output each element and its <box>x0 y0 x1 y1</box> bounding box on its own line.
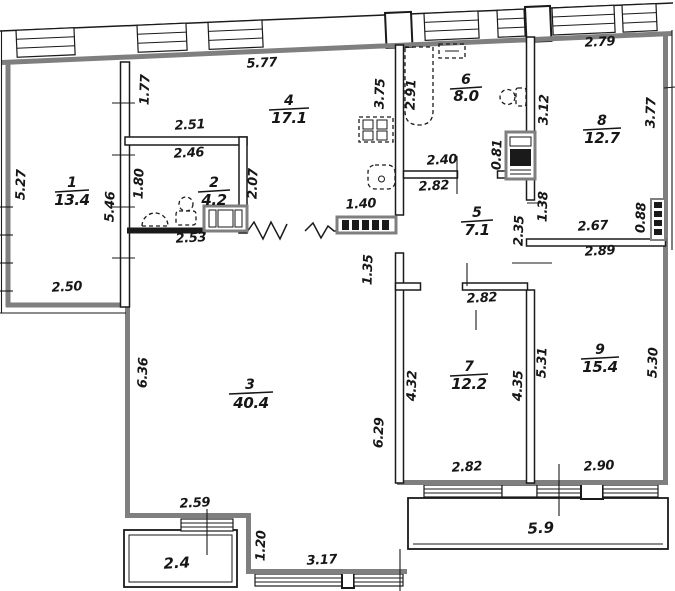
dimension-label: 2.07 <box>245 167 261 199</box>
stove-icon <box>358 116 394 143</box>
room-label-2: 2 4.2 <box>197 175 231 209</box>
dimension-label: 0.88 <box>633 202 649 233</box>
dimension-label: 1.40 <box>345 196 377 213</box>
wall-break-icon <box>246 220 337 241</box>
room-area: 17.1 <box>271 109 306 127</box>
room-area: 12.7 <box>584 129 620 147</box>
room-number: 5 <box>472 205 482 221</box>
room-label-7: 7 12.2 <box>449 359 489 393</box>
dimension-label: 1.80 <box>131 168 147 199</box>
sink-icon <box>141 212 169 227</box>
room-number: 7 <box>464 359 474 375</box>
toilet-icon <box>499 87 527 107</box>
dimension-labels: 5.77 1.77 2.79 3.75 2.91 3.12 3.77 2.51 … <box>13 34 661 569</box>
dimension-ticks <box>112 102 560 555</box>
dimension-label: 3.17 <box>306 552 339 569</box>
dimension-label: 3.77 <box>643 96 659 128</box>
room-number: 9 <box>595 342 605 358</box>
dimension-label: 2.40 <box>426 152 458 169</box>
dimension-label: 1.35 <box>360 254 376 285</box>
room-label-9: 9 15.4 <box>580 342 620 376</box>
dimension-label: 3.75 <box>372 78 388 109</box>
room-number: 6 <box>461 72 471 88</box>
window <box>602 484 659 498</box>
room-number: 4 <box>283 93 294 109</box>
dimension-label: 2.35 <box>511 215 527 246</box>
balcony-area-label: 2.4 <box>163 553 190 572</box>
balcony-right <box>407 497 669 550</box>
room-label-8: 8 12.7 <box>582 113 621 147</box>
room-area: 13.4 <box>54 191 89 209</box>
dimension-label: 3.12 <box>536 94 552 125</box>
room-area: 15.4 <box>582 358 617 376</box>
dimension-label: 5.31 <box>534 347 550 378</box>
dimension-label: 6.29 <box>371 417 387 448</box>
dimension-label: 2.82 <box>451 459 483 476</box>
dimension-label: 2.82 <box>466 290 498 307</box>
dimension-label: 5.30 <box>645 347 661 378</box>
room-area: 7.1 <box>464 221 489 239</box>
window <box>551 4 616 36</box>
room-label-6: 6 8.0 <box>449 72 483 105</box>
window <box>207 19 264 51</box>
room-label-4: 4 17.1 <box>268 93 310 127</box>
dimension-label: 4.32 <box>404 370 420 402</box>
room-area: 40.4 <box>232 394 268 412</box>
interior-walls <box>119 36 667 484</box>
room-number: 8 <box>597 113 607 129</box>
room-number: 1 <box>67 175 77 191</box>
dimension-label: 2.67 <box>577 218 610 235</box>
window <box>15 27 76 58</box>
balcony-area-label: 5.9 <box>527 518 554 537</box>
kitchen-sink-icon <box>367 164 396 190</box>
wall-niche <box>501 484 538 498</box>
dimension-label: 6.36 <box>135 357 151 388</box>
room-labels: 1 13.4 2 4.2 3 40.4 4 17.1 5 7.1 6 8.0 <box>54 72 621 412</box>
room-label-1: 1 13.4 <box>54 175 90 209</box>
outline-details <box>0 30 675 591</box>
bathtub-icon <box>404 46 434 126</box>
dimension-label: 2.51 <box>174 117 205 134</box>
window <box>353 573 404 587</box>
room-label-5: 5 7.1 <box>460 205 494 239</box>
window <box>136 22 188 53</box>
window <box>621 2 658 33</box>
window <box>423 10 480 42</box>
dimension-label: 5.77 <box>246 55 279 72</box>
sink-icon <box>438 43 466 59</box>
window <box>254 573 343 587</box>
toilet-icon <box>175 196 197 226</box>
dimension-label: 2.50 <box>51 279 83 296</box>
dimension-label: 2.46 <box>173 145 205 162</box>
room-label-3: 3 40.4 <box>228 377 274 412</box>
dimension-label: 2.79 <box>584 34 616 51</box>
top-windows <box>15 2 658 58</box>
dimension-label: 2.91 <box>403 79 419 110</box>
dimension-label: 5.27 <box>13 168 29 200</box>
room-number: 3 <box>245 377 255 393</box>
dimension-label: 2.82 <box>418 178 450 195</box>
window <box>423 484 503 498</box>
window <box>496 8 526 38</box>
dimension-label: 5.46 <box>102 191 118 222</box>
room-area: 4.2 <box>200 191 226 209</box>
ventilation-shaft-icon <box>335 215 398 235</box>
washing-machine-icon <box>202 204 249 233</box>
dimension-label: 2.59 <box>179 495 211 512</box>
washing-machine-icon <box>504 130 537 181</box>
dimension-label: 1.38 <box>535 191 551 222</box>
dimension-label: 2.90 <box>583 458 615 475</box>
dimension-label: 2.89 <box>584 243 616 260</box>
dimension-label: 4.35 <box>510 370 526 402</box>
dimension-label: 1.77 <box>137 73 153 105</box>
dimension-label: 0.81 <box>489 139 505 170</box>
room-area: 8.0 <box>453 87 478 105</box>
room-area: 12.2 <box>451 375 486 393</box>
bathroom-wall <box>127 227 206 234</box>
radiator-icon <box>650 198 666 241</box>
dimension-label: 2.53 <box>175 230 207 247</box>
dimension-label: 1.20 <box>253 530 269 561</box>
room-number: 2 <box>209 175 219 191</box>
